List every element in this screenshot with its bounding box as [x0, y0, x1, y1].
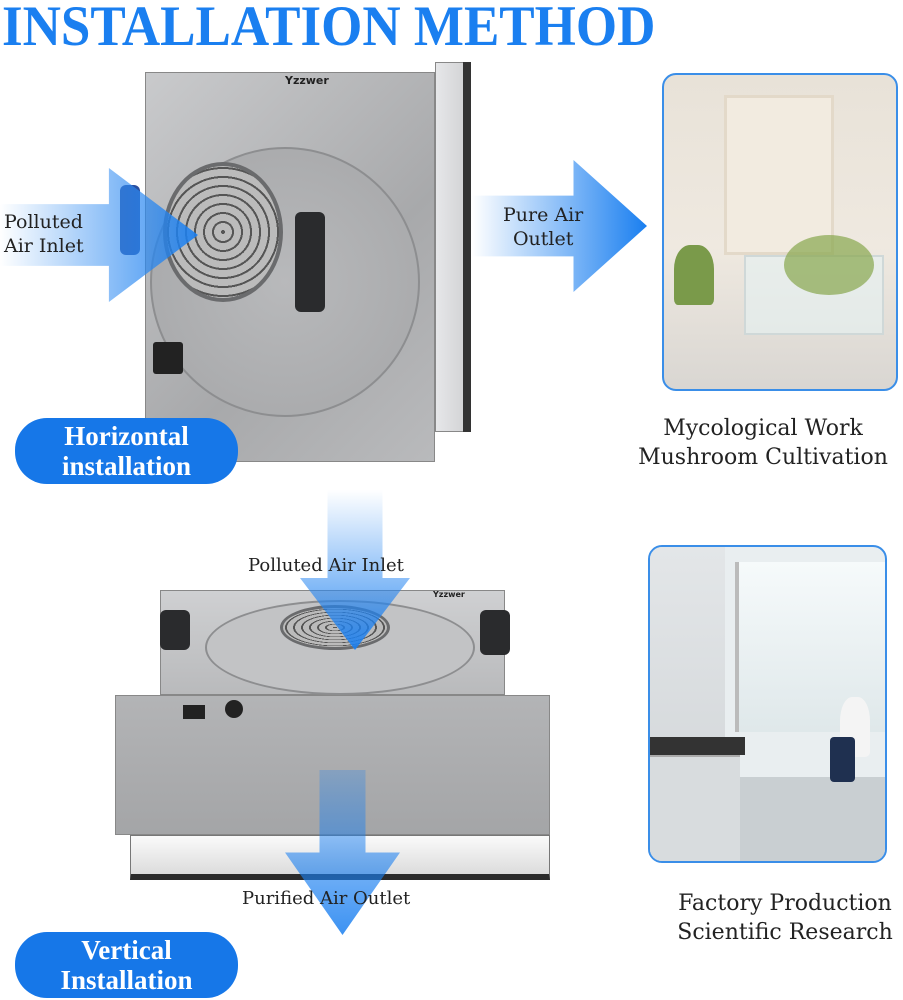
caption-line1: Mycological Work — [663, 416, 863, 441]
switch-icon — [183, 705, 205, 719]
page-title: INSTALLATION METHOD — [2, 0, 656, 58]
vertical-fan-unit: Yzzwer — [115, 590, 550, 882]
lab-plants-photo — [662, 73, 898, 391]
switch-icon — [153, 342, 183, 374]
outlet-label-line2: Outlet — [512, 228, 574, 250]
horizontal-installation-badge: Horizontal installation — [15, 418, 238, 484]
handle-icon — [295, 212, 325, 312]
badge-line2: Installation — [60, 965, 193, 995]
vertical-outlet-label: Purified Air Outlet — [242, 888, 411, 909]
brand-logo: Yzzwer — [433, 590, 465, 599]
badge-line2: installation — [61, 451, 192, 481]
caption-line2: Mushroom Cultivation — [638, 445, 888, 470]
dial-icon — [225, 700, 243, 718]
badge-line1: Horizontal — [64, 421, 189, 451]
vertical-inlet-label: Polluted Air Inlet — [248, 555, 404, 576]
badge-line1: Vertical — [81, 935, 172, 965]
inlet-label-line1: Polluted — [4, 211, 83, 233]
laboratory-photo — [648, 545, 887, 863]
caption-line2: Scientific Research — [677, 920, 893, 945]
inlet-label-line2: Air Inlet — [4, 235, 84, 257]
vertical-installation-badge: Vertical Installation — [15, 932, 238, 998]
horizontal-fan-unit: Yzzwer — [145, 62, 475, 462]
caption-line1: Factory Production — [678, 891, 892, 916]
outlet-label-line1: Pure Air — [503, 204, 584, 226]
brand-logo: Yzzwer — [285, 74, 329, 87]
